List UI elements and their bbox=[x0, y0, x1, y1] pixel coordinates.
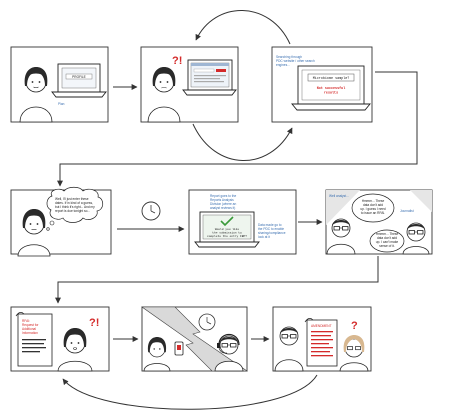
connector-row1-row2 bbox=[57, 71, 418, 187]
panel5-note-4: analyst reviews it) bbox=[210, 206, 235, 210]
laptop: PROFILE bbox=[51, 63, 107, 98]
rfai-title-1: RFAI: bbox=[22, 319, 30, 323]
laptop-confirm: Would you like the submission to complet… bbox=[194, 211, 260, 248]
loop-arrow-bottom-row3 bbox=[62, 374, 318, 410]
thought-bubble: Well, I'll just enter these dates. If in… bbox=[46, 186, 104, 231]
wall-clock-icon bbox=[198, 313, 216, 331]
thought-line-4: report is due tonight so... bbox=[55, 209, 90, 213]
laptop-browser bbox=[182, 59, 237, 96]
panel5-note2-2: the PDC to enable bbox=[258, 227, 284, 231]
panel-8 bbox=[141, 306, 248, 372]
search-box-text: Microbiome sample? bbox=[313, 76, 350, 81]
screen-text-3: complete the entry FBP? bbox=[207, 234, 247, 238]
woman-phone bbox=[143, 336, 171, 372]
woman-alarmed bbox=[57, 327, 93, 372]
panel7-exclamation: ?! bbox=[89, 317, 99, 329]
bubble1-line-2: data don't add bbox=[363, 203, 383, 207]
panel-3: Searching through PDC website / other se… bbox=[271, 46, 373, 123]
amendment-document: AMENDMENT bbox=[304, 318, 338, 367]
result-text-1: Not successful bbox=[317, 86, 346, 91]
loop-arrow-bottom-row1 bbox=[192, 123, 293, 161]
rfai-title-2: Request for bbox=[22, 323, 39, 327]
woman-figure bbox=[19, 66, 53, 123]
screen-text-1: Would you like bbox=[215, 227, 240, 231]
journalist-figure bbox=[402, 222, 430, 255]
bubble1-line-3: up. I guess I need bbox=[360, 207, 386, 211]
thought-line-2: dates. If in kind of a guess, bbox=[55, 201, 93, 205]
panel5-note2-3: sharing/compliance bbox=[258, 231, 286, 235]
panel-6: Well analyst... Journalist Hmmm... These… bbox=[325, 189, 433, 255]
result-text-2: results bbox=[324, 91, 338, 96]
man-headset bbox=[214, 333, 244, 372]
panel-2: ?! bbox=[140, 46, 239, 123]
bubble1-line-1: Hmmm... These bbox=[362, 199, 385, 203]
woman-thinking bbox=[17, 208, 51, 257]
speech-bubble-2: Hmmm... These data don't add up. I can't… bbox=[369, 229, 405, 253]
panel3-note-3: engines... bbox=[276, 63, 290, 67]
laptop-search: Microbiome sample? Not successful result… bbox=[291, 65, 371, 111]
laptop-screen-text: PROFILE bbox=[72, 75, 86, 79]
panel5-note2-4: look at it bbox=[258, 235, 270, 239]
panel6-label-left: Well analyst... bbox=[329, 194, 349, 198]
bubble1-line-4: to issue an RFAI. bbox=[361, 211, 385, 215]
panel3-note-2: PDC website / other search bbox=[276, 59, 315, 63]
panel5-note2-1: Data made go to bbox=[258, 223, 282, 227]
panel3-note-1: Searching through bbox=[276, 55, 302, 59]
amendment-title: AMENDMENT bbox=[311, 324, 332, 328]
panel-4: Well, I'll just enter these dates. If in… bbox=[10, 186, 112, 257]
panel-9: AMENDMENT ? bbox=[272, 306, 372, 372]
woman-worried bbox=[147, 66, 181, 123]
panel1-blue-note: Plan bbox=[58, 102, 65, 106]
loop-arrow-top bbox=[195, 10, 291, 45]
panel2-exclamation: ?! bbox=[172, 55, 182, 67]
rfai-title-4: Information bbox=[22, 331, 38, 335]
rfai-document: RFAI: Request for Additional Information bbox=[15, 312, 53, 367]
connector-row2-row3 bbox=[55, 256, 379, 304]
bubble2-line-3: up. I can't make bbox=[376, 240, 399, 244]
panel6-label-right: Journalist bbox=[400, 209, 414, 213]
bubble2-line-2: data don't add bbox=[377, 236, 397, 240]
analyst-figure bbox=[326, 218, 356, 255]
speech-bubble-1: Hmmm... These data don't add up. I guess… bbox=[351, 193, 395, 223]
bubble2-line-4: sense of it. bbox=[379, 244, 395, 248]
panel-5: Report goes to the Reports Analysis Divi… bbox=[188, 189, 297, 255]
panel5-note-1: Report goes to the bbox=[210, 194, 236, 198]
analyst-man bbox=[274, 326, 304, 372]
panel5-note-2: Reports Analysis bbox=[210, 198, 234, 202]
panel-7: RFAI: Request for Additional Information… bbox=[10, 306, 110, 372]
panel9-question: ? bbox=[351, 320, 358, 332]
lightning-divider bbox=[141, 306, 248, 372]
thought-line-3: but I think it's right... And my bbox=[55, 205, 95, 209]
panel-1: PROFILE Plan bbox=[10, 46, 109, 123]
bubble2-line-1: Hmmm... These bbox=[376, 232, 399, 236]
panel5-note-3: Division (where an bbox=[210, 202, 236, 206]
screen-text-2: the submission to bbox=[212, 231, 242, 235]
thought-line-1: Well, I'll just enter these bbox=[55, 197, 89, 201]
rfai-title-3: Additional bbox=[22, 327, 36, 331]
clock-icon bbox=[141, 201, 161, 221]
woman-reviewer bbox=[339, 335, 369, 372]
check-icon bbox=[220, 216, 234, 227]
phone-icon bbox=[174, 341, 184, 356]
